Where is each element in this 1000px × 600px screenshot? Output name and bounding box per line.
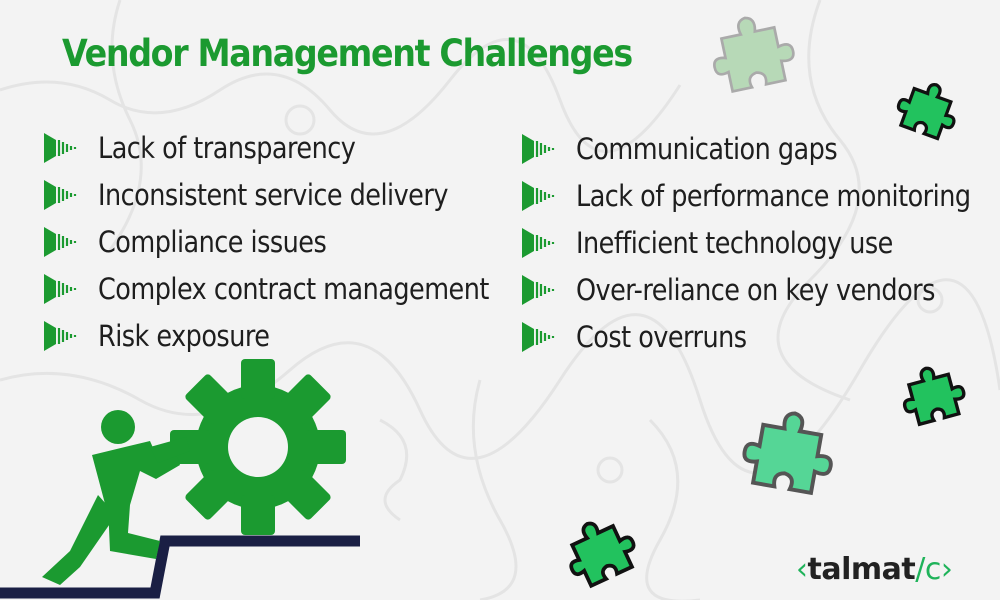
list-item: Lack of transparency: [42, 124, 542, 171]
brand-open-bracket: ‹: [796, 552, 808, 587]
list-item-label: Lack of performance monitoring: [576, 178, 971, 213]
list-item-label: Communication gaps: [576, 131, 838, 166]
audio-wave-arrow-icon: [44, 320, 77, 351]
person-pushing-gear-icon: [0, 359, 360, 599]
gear-icon: [170, 359, 346, 535]
audio-wave-arrow-icon: [522, 227, 555, 258]
list-item-label: Inefficient technology use: [576, 225, 893, 260]
left-challenge-list: Lack of transparency Inconsistent servic…: [42, 124, 542, 359]
page-title: Vendor Management Challenges: [62, 32, 633, 75]
puzzle-piece-icon: [896, 83, 956, 141]
audio-wave-arrow-icon: [44, 226, 77, 257]
puzzle-piece-icon: [902, 366, 966, 427]
list-item: Compliance issues: [42, 218, 542, 265]
audio-wave-arrow-icon: [522, 321, 555, 352]
brand-logo: ‹ talmat /c›: [796, 552, 953, 587]
puzzle-piece-icon: [569, 521, 636, 589]
audio-wave-arrow-icon: [522, 133, 555, 164]
list-item: Inconsistent service delivery: [42, 171, 542, 218]
list-item-label: Over-reliance on key vendors: [576, 272, 935, 307]
list-item: Cost overruns: [520, 313, 1000, 360]
person-icon: [42, 410, 190, 585]
right-challenge-list: Communication gaps Lack of performance m…: [520, 125, 1000, 360]
list-item-label: Cost overruns: [576, 319, 747, 354]
list-item-label: Risk exposure: [98, 318, 270, 353]
brand-close-bracket: /c›: [915, 552, 953, 587]
audio-wave-arrow-icon: [522, 274, 555, 305]
list-item: Risk exposure: [42, 312, 542, 359]
list-item-label: Complex contract management: [98, 271, 489, 306]
audio-wave-arrow-icon: [44, 179, 77, 210]
list-item: Lack of performance monitoring: [520, 172, 1000, 219]
list-item-label: Inconsistent service delivery: [98, 177, 448, 212]
list-item-label: Compliance issues: [98, 224, 327, 259]
puzzle-piece-icon: [713, 16, 795, 94]
brand-name: talmat: [807, 552, 916, 587]
audio-wave-arrow-icon: [44, 132, 77, 163]
list-item: Over-reliance on key vendors: [520, 266, 1000, 313]
audio-wave-arrow-icon: [522, 180, 555, 211]
puzzle-piece-icon: [742, 411, 833, 496]
stairs-icon: [0, 535, 360, 599]
list-item-label: Lack of transparency: [98, 130, 356, 165]
list-item: Complex contract management: [42, 265, 542, 312]
list-item: Inefficient technology use: [520, 219, 1000, 266]
list-item: Communication gaps: [520, 125, 1000, 172]
audio-wave-arrow-icon: [44, 273, 77, 304]
